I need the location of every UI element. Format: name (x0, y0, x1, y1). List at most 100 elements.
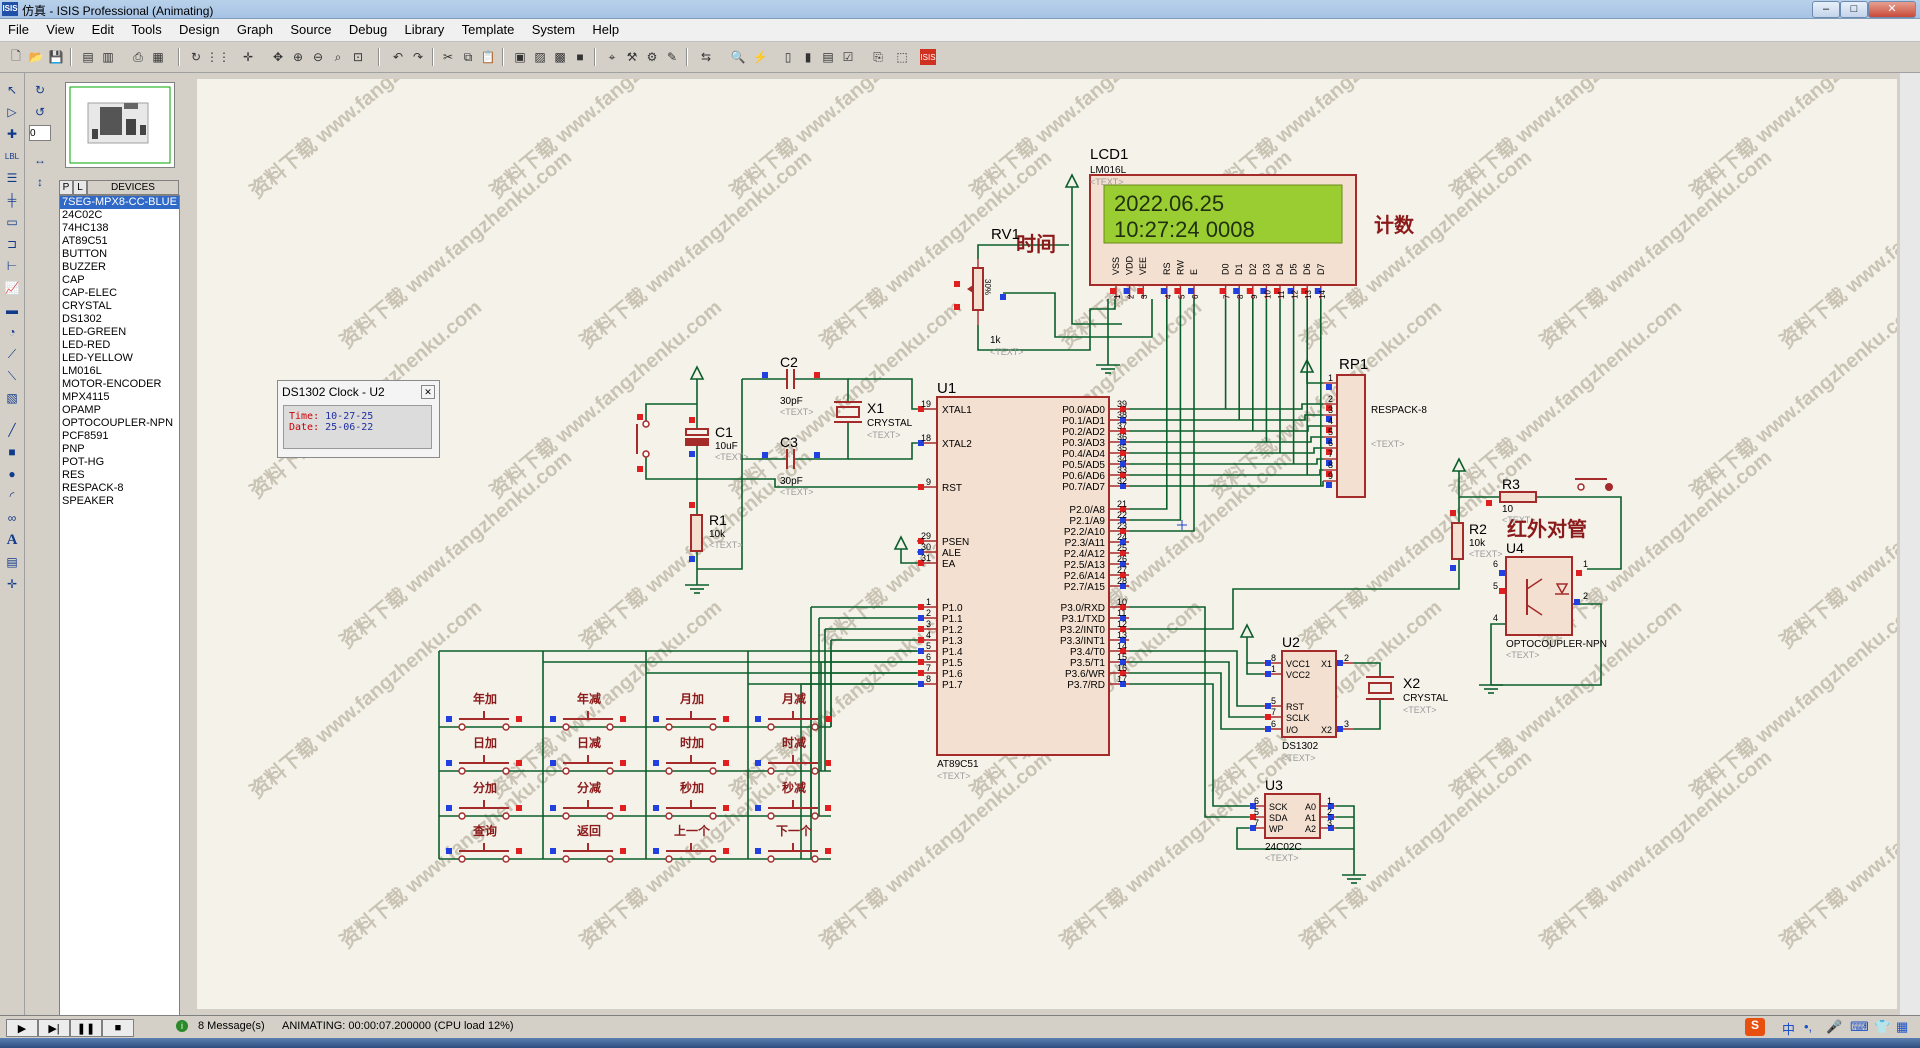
grid-icon[interactable]: ⋮⋮ (206, 50, 230, 64)
block-copy-icon[interactable]: ▣ (514, 50, 526, 64)
bill-of-materials-icon[interactable]: ▤ (822, 50, 834, 64)
block-move-icon[interactable]: ▨ (534, 50, 546, 64)
popup-close-icon[interactable]: ✕ (421, 385, 435, 399)
junction-dot-icon[interactable]: ✚ (6, 127, 18, 141)
graph-icon[interactable]: 📈 (4, 281, 20, 295)
subcircuit-icon[interactable]: ▭ (6, 215, 18, 229)
device-item[interactable]: BUZZER (62, 261, 106, 273)
property-tool-icon[interactable]: ⚡ (752, 50, 768, 64)
block-rotate-icon[interactable]: ▩ (554, 50, 566, 64)
overview-window[interactable] (65, 82, 175, 168)
rotation-input[interactable] (29, 125, 51, 141)
device-item[interactable]: 74HC138 (62, 222, 109, 234)
paste-icon[interactable]: 📋 (480, 50, 496, 64)
copy-icon[interactable]: ⧉ (463, 49, 473, 64)
origin-icon[interactable]: ✛ (242, 50, 254, 64)
message-count[interactable]: 8 Message(s) (198, 1020, 265, 1032)
zoom-all-icon[interactable]: ⌕ (334, 49, 342, 64)
device-item[interactable]: MOTOR-ENCODER (62, 378, 162, 390)
electrical-check-icon[interactable]: ☑ (842, 50, 854, 64)
current-probe-icon[interactable]: ⟍ (7, 368, 17, 383)
symbol-tool-icon[interactable]: ▤ (6, 555, 18, 569)
device-item[interactable]: CRYSTAL (62, 300, 112, 312)
wire-label-icon[interactable]: LBL (4, 151, 20, 161)
device-item[interactable]: RES (62, 469, 85, 481)
zoom-area-icon[interactable]: ⊡ (352, 50, 364, 64)
menu-template[interactable]: Template (461, 22, 515, 37)
device-item[interactable]: SPEAKER (62, 495, 114, 507)
device-item[interactable]: BUTTON (62, 248, 108, 260)
zoom-in-icon[interactable]: ⊕ (292, 50, 304, 64)
device-item[interactable]: PCF8591 (62, 430, 109, 442)
tape-recorder-icon[interactable]: ▬ (6, 303, 18, 317)
print-icon[interactable]: ⎙ (133, 49, 143, 64)
ares-icon[interactable]: ⬚ (896, 50, 908, 64)
vertical-scrollbar[interactable] (1900, 73, 1920, 1015)
minimize-button[interactable]: – (1812, 1, 1840, 18)
device-item[interactable]: OPTOCOUPLER-NPN (62, 417, 174, 429)
open-folder-icon[interactable]: 📂 (28, 50, 44, 64)
device-item[interactable]: CAP-ELEC (62, 287, 118, 299)
print-area-icon[interactable]: ▦ (152, 50, 164, 64)
device-item[interactable]: AT89C51 (62, 235, 108, 247)
ares-logo-icon[interactable]: ISIS (920, 49, 936, 65)
terminals-icon[interactable]: ⊐ (6, 237, 18, 251)
ime-logo-icon[interactable]: S (1745, 1018, 1765, 1036)
menu-design[interactable]: Design (179, 22, 220, 37)
refresh-icon[interactable]: ↻ (190, 50, 202, 64)
device-item[interactable]: CAP (62, 274, 85, 286)
undo-icon[interactable]: ↶ (392, 50, 404, 64)
marker-tool-icon[interactable]: ✛ (6, 577, 18, 591)
menu-source[interactable]: Source (290, 22, 332, 37)
component-mode-icon[interactable]: ▷ (7, 105, 17, 119)
line-tool-icon[interactable]: ╱ (8, 423, 16, 437)
circle-tool-icon[interactable]: ● (8, 467, 16, 481)
wire-autorouter-icon[interactable]: ⇆ (700, 50, 712, 64)
device-list[interactable]: 7SEG-MPX8-CC-BLUE 24C02C 74HC138 AT89C51… (59, 195, 180, 1017)
ime-punctuation-icon[interactable]: •, (1804, 1019, 1813, 1034)
microphone-icon[interactable]: 🎤 (1826, 1019, 1843, 1034)
play-button[interactable]: ▶ (6, 1019, 38, 1037)
skin-icon[interactable]: 👕 (1874, 1019, 1891, 1034)
device-item[interactable]: PNP (62, 443, 85, 455)
generator-icon[interactable]: ◔ (8, 325, 16, 339)
rotate-cw-icon[interactable]: ↻ (34, 83, 46, 97)
cut-icon[interactable]: ✂ (442, 50, 454, 64)
text-script-icon[interactable]: ☰ (6, 171, 18, 185)
buses-icon[interactable]: ╪ (7, 193, 17, 207)
pick-device-icon[interactable]: ⌖ (608, 49, 616, 64)
netlist-icon[interactable]: ⎘ (873, 49, 883, 64)
mirror-x-icon[interactable]: ↔ (34, 153, 46, 167)
device-item[interactable]: LED-RED (62, 339, 111, 351)
selection-mode-icon[interactable]: ↖ (6, 83, 18, 97)
menu-edit[interactable]: Edit (91, 22, 114, 37)
menu-debug[interactable]: Debug (348, 22, 388, 37)
box-tool-icon[interactable]: ■ (8, 445, 16, 459)
decompose-icon[interactable]: ✎ (666, 50, 678, 64)
device-pins-icon[interactable]: ⊢ (6, 259, 18, 273)
package-tool-icon[interactable]: ⚙ (646, 50, 658, 64)
device-item[interactable]: RESPACK-8 (62, 482, 124, 494)
pan-icon[interactable]: ✥ (272, 50, 284, 64)
device-item[interactable]: 24C02C (62, 209, 103, 221)
close-button[interactable]: ✕ (1868, 1, 1916, 18)
device-item[interactable]: MPX4115 (62, 391, 110, 403)
menu-system[interactable]: System (531, 22, 576, 37)
menu-graph[interactable]: Graph (236, 22, 273, 37)
stop-button[interactable]: ■ (102, 1019, 134, 1037)
device-item[interactable]: LED-GREEN (62, 326, 127, 338)
library-manager-tab[interactable]: L (73, 180, 87, 195)
pick-devices-tab[interactable]: P (59, 180, 73, 195)
redo-icon[interactable]: ↷ (412, 50, 424, 64)
ds1302-clock-popup[interactable]: DS1302 Clock - U2 ✕ Time: 10-27-25 Date:… (277, 380, 440, 458)
virtual-instruments-icon[interactable]: ▧ (6, 391, 18, 405)
menu-library[interactable]: Library (404, 22, 445, 37)
ime-language[interactable]: 中 (1782, 1022, 1796, 1037)
device-item[interactable]: LM016L (62, 365, 102, 377)
pause-button[interactable]: ❚❚ (70, 1019, 102, 1037)
keyboard-icon[interactable]: ⌨ (1850, 1019, 1869, 1034)
maximize-button[interactable]: □ (1840, 1, 1868, 18)
device-item[interactable]: 7SEG-MPX8-CC-BLUE (60, 196, 179, 209)
